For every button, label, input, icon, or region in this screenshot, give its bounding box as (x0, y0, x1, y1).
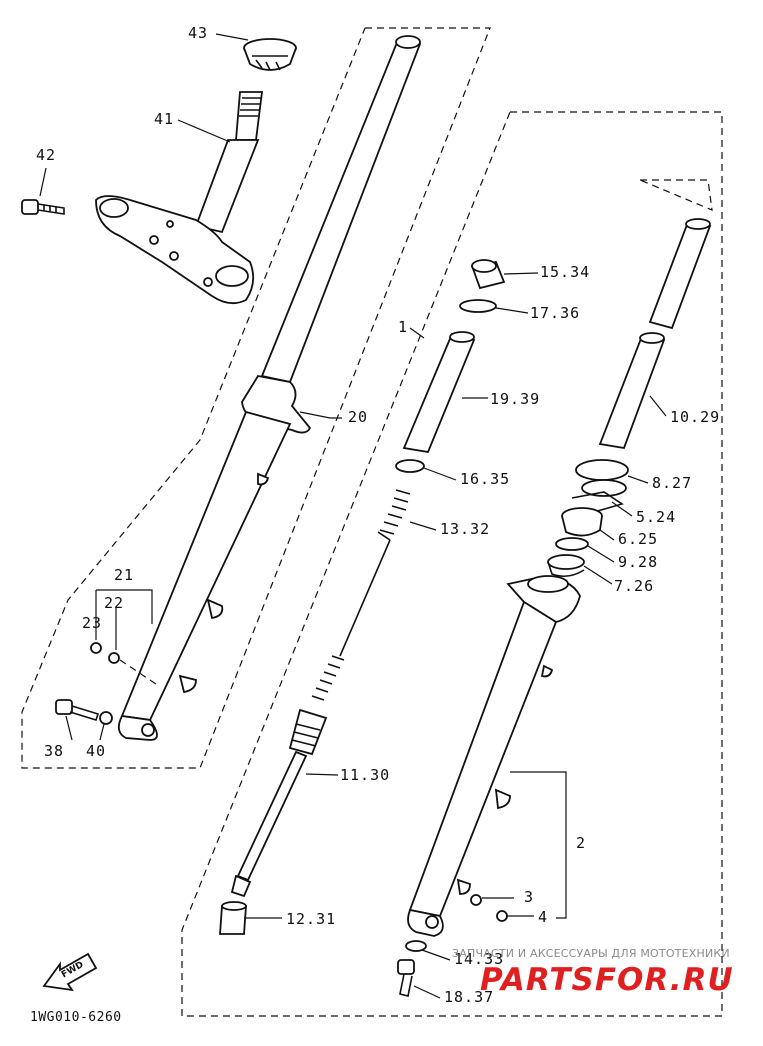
label-3: 3 (524, 888, 535, 906)
hidden-line (119, 659, 157, 685)
label-41: 41 (154, 110, 175, 128)
label-40: 40 (86, 742, 107, 760)
bolt-38 (55, 699, 100, 721)
label-13-32: 13.32 (440, 520, 491, 538)
bushing-7 (547, 554, 585, 578)
label-42: 42 (36, 146, 57, 164)
washer-40 (99, 711, 113, 725)
watermark-logo[interactable]: PARTSFOR.RU (480, 962, 734, 998)
label-5-24: 5.24 (636, 508, 677, 526)
washer-4 (496, 910, 508, 922)
label-1: 1 (398, 318, 409, 336)
bolt-18 (397, 959, 415, 997)
oil-seal-6 (561, 507, 603, 537)
cap-bolt-15 (470, 259, 506, 290)
bearing-43 (243, 38, 297, 71)
label-4: 4 (538, 908, 549, 926)
left-fork-group-boundary (21, 27, 491, 769)
spring-13 (311, 489, 411, 701)
label-2: 2 (576, 834, 587, 852)
dust-seal-8 (575, 459, 629, 497)
label-11-30: 11.30 (340, 766, 391, 784)
steering-stem-41 (95, 91, 264, 305)
forward-arrow-icon: FWD (42, 952, 98, 992)
watermark-tagline: ЗАПЧАСТИ И АКСЕССУАРЫ ДЛЯ МОТОТЕХНИКИ (452, 947, 730, 960)
damper-rod-11 (230, 708, 328, 898)
washer-14 (405, 940, 427, 952)
bolt-23 (90, 642, 102, 654)
leader-lines (39, 33, 667, 999)
clip-5 (571, 491, 624, 513)
bolt-3 (470, 894, 482, 906)
outer-tube-2 (407, 575, 581, 937)
label-38: 38 (44, 742, 65, 760)
label-23: 23 (82, 614, 103, 632)
label-10-29: 10.29 (670, 408, 721, 426)
label-15-34: 15.34 (540, 263, 591, 281)
label-9-28: 9.28 (618, 553, 659, 571)
label-6-25: 6.25 (618, 530, 659, 548)
label-7-26: 7.26 (614, 577, 655, 595)
washer-22 (108, 652, 120, 664)
label-8-27: 8.27 (652, 474, 693, 492)
inner-tube-10 (598, 218, 712, 450)
right-fork-group-boundary (181, 111, 723, 1017)
label-21: 21 (114, 566, 135, 584)
label-19-39: 19.39 (490, 390, 541, 408)
inner-fork-group-boundary (639, 179, 713, 211)
washer-16 (395, 459, 425, 473)
label-22: 22 (104, 594, 125, 612)
washer-9 (555, 537, 589, 551)
label-20: 20 (348, 408, 369, 426)
label-43: 43 (188, 24, 209, 42)
label-17-36: 17.36 (530, 304, 581, 322)
o-ring-17 (459, 299, 497, 313)
diagram-code: 1WG010-6260 (30, 1010, 122, 1025)
bolt-42 (21, 199, 65, 215)
label-18-37: 18.37 (444, 988, 495, 1006)
label-12-31: 12.31 (286, 910, 337, 928)
label-14-33: 14.33 (454, 950, 505, 968)
label-16-35: 16.35 (460, 470, 511, 488)
fork-inner-tube-20 (117, 35, 422, 741)
